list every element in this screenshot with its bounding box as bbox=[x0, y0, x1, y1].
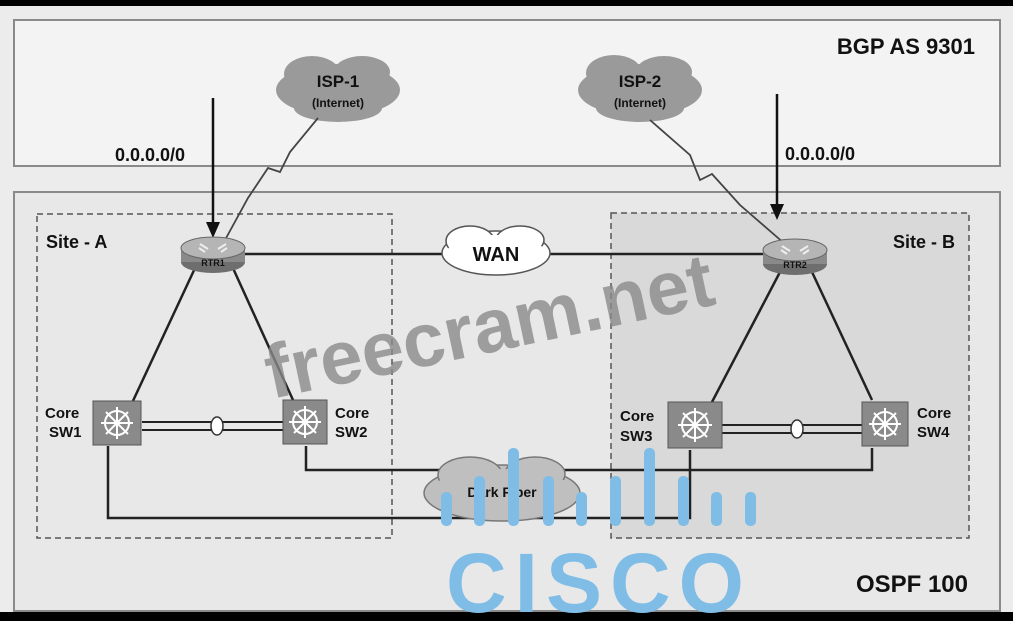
bgp-region bbox=[13, 19, 1001, 167]
rtr2-label: RTR2 bbox=[783, 260, 807, 270]
wan-label: WAN bbox=[473, 244, 520, 266]
sw1-line1: Core bbox=[45, 405, 79, 422]
isp2-serial-link bbox=[649, 119, 786, 245]
site-b-label: Site - B bbox=[893, 232, 955, 252]
sw3-line2: SW3 bbox=[620, 428, 653, 445]
rtr1-label: RTR1 bbox=[201, 258, 225, 268]
rtr2-router-icon: RTR2 bbox=[762, 238, 828, 275]
site-a-region bbox=[36, 213, 393, 539]
isp1-sub: (Internet) bbox=[312, 96, 364, 110]
rtr1-router-icon: RTR1 bbox=[180, 236, 246, 273]
default-route-left: 0.0.0.0/0 bbox=[115, 145, 185, 165]
dark-fiber-path-outer bbox=[106, 446, 692, 520]
isp2-cloud: ISP-2 (Internet) bbox=[578, 55, 702, 122]
isp2-sub: (Internet) bbox=[614, 96, 666, 110]
core-sw2-switch-icon bbox=[282, 399, 328, 445]
isp1-name: ISP-1 bbox=[317, 72, 360, 91]
core-sw3-switch-icon bbox=[667, 401, 723, 449]
sw4-line1: Core bbox=[917, 405, 951, 422]
isp1-serial-link bbox=[224, 117, 319, 241]
bgp-label: BGP AS 9301 bbox=[837, 34, 975, 59]
dark-fiber-path-inner bbox=[304, 446, 874, 472]
default-route-right: 0.0.0.0/0 bbox=[785, 144, 855, 164]
wan-cloud: WAN bbox=[441, 225, 551, 276]
sw2-line1: Core bbox=[335, 405, 369, 422]
sw3-line1: Core bbox=[620, 408, 654, 425]
cisco-logo-text: CISCO bbox=[446, 536, 752, 621]
isp2-name: ISP-2 bbox=[619, 72, 662, 91]
isp1-cloud: ISP-1 (Internet) bbox=[276, 56, 400, 122]
core-sw1-switch-icon bbox=[92, 400, 142, 446]
sw2-line2: SW2 bbox=[335, 424, 368, 441]
cisco-logo: CISCO bbox=[441, 448, 756, 621]
core-sw4-switch-icon bbox=[861, 401, 909, 447]
site-b-region bbox=[610, 212, 970, 539]
ospf-label: OSPF 100 bbox=[856, 571, 968, 598]
site-a-label: Site - A bbox=[46, 232, 107, 252]
sw1-line2: SW1 bbox=[49, 424, 82, 441]
sw4-line2: SW4 bbox=[917, 424, 950, 441]
